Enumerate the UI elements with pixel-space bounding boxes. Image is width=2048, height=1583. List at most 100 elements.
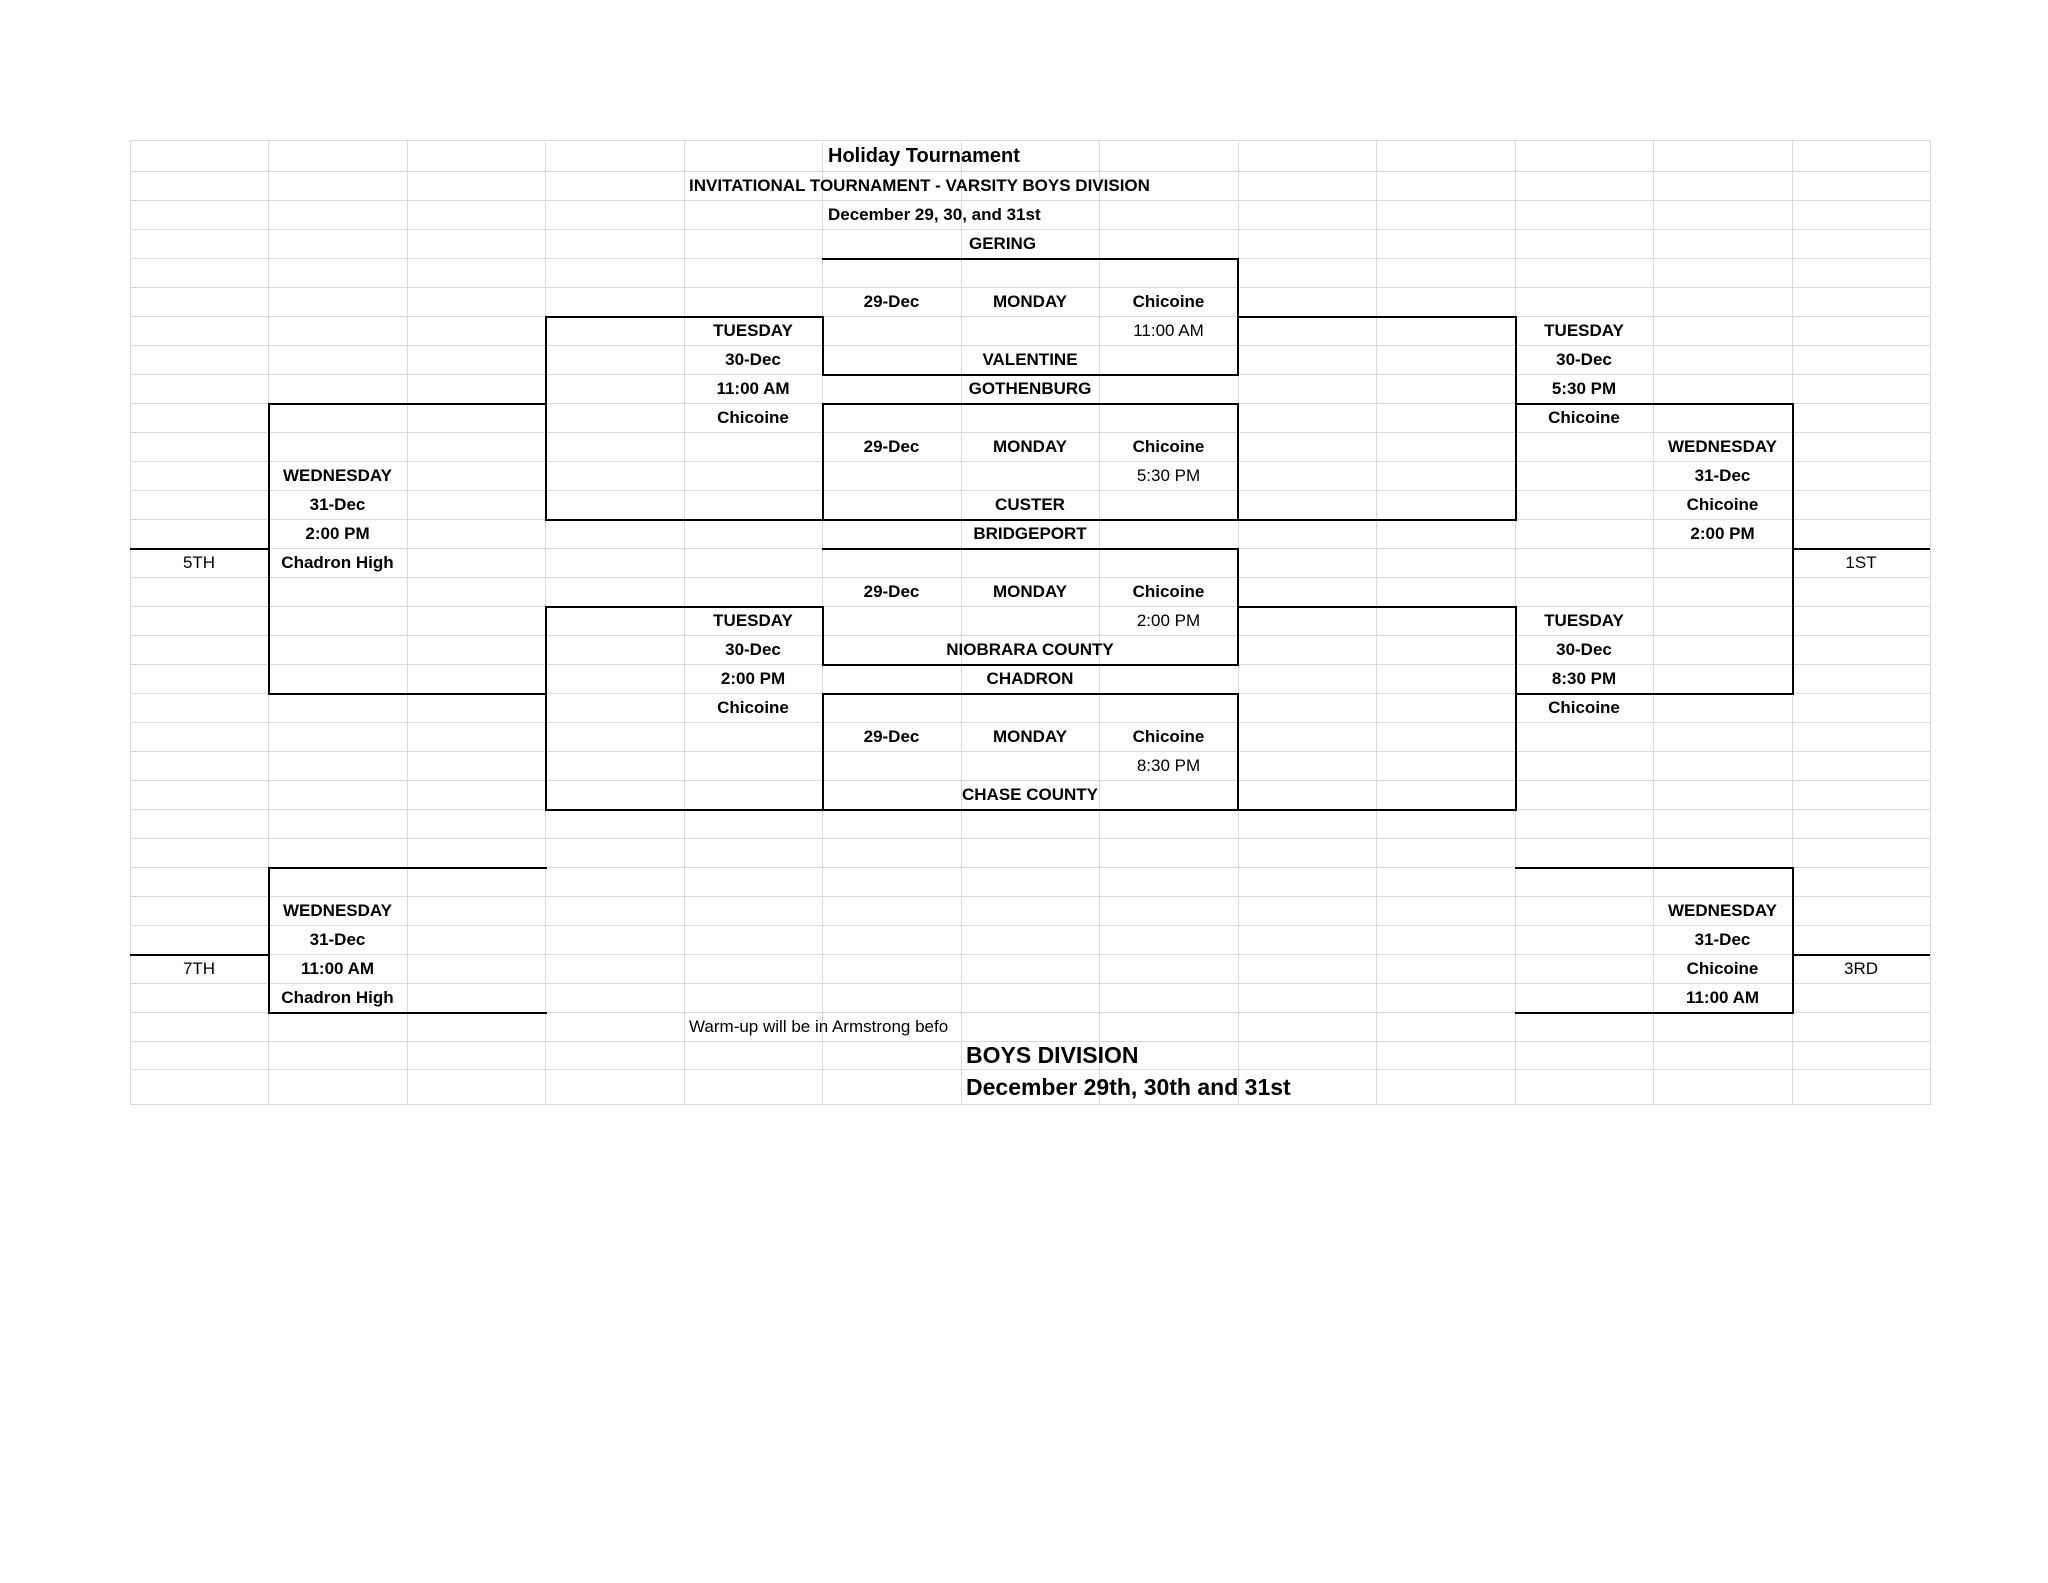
bracket-line	[268, 867, 270, 1013]
third-time: 11:00 AM	[1685, 988, 1760, 1007]
bracket-line	[822, 693, 824, 810]
bracket-line	[822, 316, 824, 375]
bracket-line	[545, 519, 824, 521]
bracket-line	[1238, 606, 1517, 608]
game-2-date: 29-Dec	[863, 437, 920, 456]
bracket-line	[268, 693, 547, 695]
grid-line	[130, 925, 1930, 926]
game-4-day: MONDAY	[993, 727, 1067, 746]
grid-line	[130, 287, 1930, 288]
grid-line	[130, 867, 1930, 868]
bracket-line	[268, 403, 547, 405]
bracket-line	[268, 1012, 547, 1014]
bracket-line	[545, 316, 547, 521]
fifth-time: 2:00 PM	[305, 524, 370, 543]
game-2-day: MONDAY	[993, 437, 1067, 456]
sf-right-bottom-time: 8:30 PM	[1551, 669, 1617, 688]
grid-line	[130, 1012, 1930, 1013]
grid-line	[130, 954, 1930, 955]
sf-left-bottom-time: 2:00 PM	[720, 669, 786, 688]
game-1-day: MONDAY	[993, 292, 1067, 311]
grid-line	[130, 140, 1930, 141]
bracket-line	[1238, 316, 1517, 318]
grid-line	[130, 1041, 1930, 1042]
grid-line	[130, 1069, 1930, 1070]
bracket-line	[822, 403, 1239, 405]
seventh-day: WEDNESDAY	[283, 901, 392, 920]
game-3-date: 29-Dec	[863, 582, 920, 601]
sf-right-top-site: Chicoine	[1548, 408, 1620, 427]
grid-line	[961, 140, 962, 1105]
grid-line	[1099, 140, 1100, 1105]
grid-line	[130, 229, 1930, 230]
grid-line	[130, 432, 1930, 433]
sf-left-bottom-site: Chicoine	[717, 698, 789, 717]
division-dates: December 29th, 30th and 31st	[966, 1074, 1291, 1100]
bracket-line	[1792, 548, 1930, 550]
team-custer: CUSTER	[995, 495, 1065, 514]
game-3-site: Chicoine	[1132, 582, 1205, 601]
grid-line	[130, 751, 1930, 752]
game-3-day: MONDAY	[993, 582, 1067, 601]
bracket-line	[822, 606, 824, 665]
grid-line	[130, 606, 1930, 607]
bracket-line	[1515, 316, 1517, 521]
sf-left-top-day: TUESDAY	[713, 321, 793, 340]
sf-left-top-date: 30-Dec	[725, 350, 781, 369]
bracket-line	[1515, 606, 1517, 811]
grid-line	[130, 490, 1930, 491]
grid-line	[130, 838, 1930, 839]
tournament-subtitle: INVITATIONAL TOURNAMENT - VARSITY BOYS D…	[689, 176, 1150, 195]
sf-right-top-date: 30-Dec	[1556, 350, 1612, 369]
sf-right-bottom-site: Chicoine	[1548, 698, 1620, 717]
bracket-sheet: Holiday Tournament INVITATIONAL TOURNAME…	[130, 140, 1931, 1105]
warmup-note: Warm-up will be in Armstrong befo	[689, 1017, 949, 1036]
third-place-label: 3RD	[1843, 959, 1878, 978]
bracket-line	[1515, 867, 1794, 869]
game-4-date: 29-Dec	[863, 727, 920, 746]
grid-line	[130, 896, 1930, 897]
seventh-date: 31-Dec	[309, 930, 366, 949]
fifth-place-label: 5TH	[182, 553, 216, 572]
grid-line	[1930, 140, 1931, 1105]
game-1-site: Chicoine	[1132, 292, 1205, 311]
game-4-site: Chicoine	[1132, 727, 1205, 746]
game-1-date: 29-Dec	[863, 292, 920, 311]
game-2-time: 5:30 PM	[1136, 466, 1201, 485]
first-place-label: 1ST	[1845, 553, 1877, 572]
game-1-time: 11:00 AM	[1133, 321, 1204, 340]
grid-line	[130, 983, 1930, 984]
first-time: 2:00 PM	[1690, 524, 1755, 543]
team-chase-county: CHASE COUNTY	[961, 785, 1098, 804]
grid-line	[130, 171, 1930, 172]
sf-left-top-time: 11:00 AM	[716, 379, 790, 398]
bracket-line	[130, 954, 270, 956]
team-valentine: VALENTINE	[982, 350, 1078, 369]
sf-right-top-time: 5:30 PM	[1551, 379, 1617, 398]
grid-line	[130, 780, 1930, 781]
first-site: Chicoine	[1686, 495, 1759, 514]
sf-right-bottom-date: 30-Dec	[1556, 640, 1612, 659]
grid-line	[130, 461, 1930, 462]
bracket-line	[822, 693, 1239, 695]
bracket-line	[1238, 519, 1517, 521]
bracket-line	[1515, 693, 1794, 695]
bracket-line	[1792, 954, 1930, 956]
sf-left-top-site: Chicoine	[717, 408, 789, 427]
bracket-line	[822, 258, 1239, 260]
bracket-line	[822, 519, 1239, 521]
game-3-time: 2:00 PM	[1136, 611, 1201, 630]
team-bridgeport: BRIDGEPORT	[973, 524, 1087, 543]
sf-right-top-day: TUESDAY	[1544, 321, 1624, 340]
bracket-line	[545, 606, 547, 811]
seventh-time: 11:00 AM	[300, 959, 375, 978]
fifth-day: WEDNESDAY	[283, 466, 392, 485]
seventh-site: Chadron High	[281, 988, 394, 1007]
grid-line	[684, 140, 685, 1105]
bracket-line	[822, 548, 1239, 550]
bracket-line	[545, 809, 824, 811]
bracket-line	[1237, 403, 1239, 520]
game-4-time: 8:30 PM	[1136, 756, 1201, 775]
team-niobrara-county: NIOBRARA COUNTY	[946, 640, 1114, 659]
bracket-line	[822, 664, 1239, 666]
